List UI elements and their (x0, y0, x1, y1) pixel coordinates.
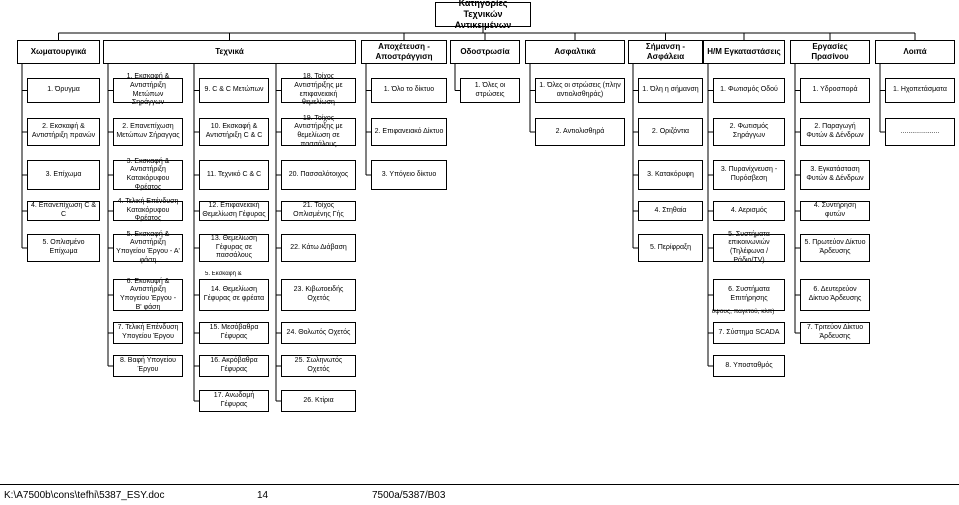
item-box: 3. Εκσκαφή & Αντιστήριξη Κατακόρυφου Φρέ… (113, 158, 183, 191)
item-box: 11. Τεχνικό C & C (199, 160, 269, 190)
item-box: 3. Υπόγειο δίκτυο (371, 160, 447, 190)
item-box: 2. Παραγωγή Φυτών & Δένδρων (800, 118, 870, 146)
category-header: Εργασίες Πρασίνου (790, 40, 870, 64)
item-box: 6. Συστήματα Επιτήρησης (713, 279, 785, 311)
item-box: 5. Περίφραξη (638, 234, 703, 262)
item-box: 2. Επιφανειακό Δίκτυο (371, 118, 447, 146)
item-box: 5. Εκσκαφή & Αντιστήριξη Υπογείου Έργου … (113, 231, 183, 264)
item-box: 14. Θεμελίωση Γέφυρας σε φρέατα (199, 279, 269, 311)
item-box: 7. Τριτεύον Δίκτυο Άρδευσης (800, 322, 870, 344)
item-box: 3. Επίχωμα (27, 160, 100, 190)
item-box: 16. Ακρόβαθρα Γέφυρας (199, 355, 269, 377)
item-box: 2. Εκσκαφή & Αντιστήριξη πρανών (27, 118, 100, 146)
item-box: 6. Δευτερεύον Δίκτυο Άρδευσης (800, 279, 870, 311)
category-header: Ασφαλτικά (525, 40, 625, 64)
category-header: Η/Μ Εγκαταστάσεις (703, 40, 785, 64)
item-box: 18. Τοίχος Αντιστήριξης με επιφανειακή θ… (281, 73, 356, 106)
category-header: Οδοστρωσία (450, 40, 520, 64)
category-header: Λοιπά (875, 40, 955, 64)
item-box: 15. Μεσόβαθρα Γέφυρας (199, 322, 269, 344)
item-box: 21. Τοίχος Οπλισμένης Γής (281, 201, 356, 221)
item-box: 3. Πυρανίχνευση - Πυρόσβεση (713, 160, 785, 190)
item-box: 26. Κτίρια (281, 390, 356, 412)
footer-page-number: 14 (257, 490, 269, 501)
category-header: Χωματουργικά (17, 40, 100, 64)
overflow-fragment: ύψους, παγετού, κλπ) (711, 308, 775, 315)
document-footer: K:\A7500b\cons\tefhi\5387_ESY.doc 14 750… (0, 484, 959, 505)
item-box: 2. Οριζόντια (638, 118, 703, 146)
item-box: 25. Σωληνωτός Οχετός (281, 355, 356, 377)
item-box: 5. Οπλισμένο Επίχωμα (27, 234, 100, 262)
chart-root: Κατηγορίες Τεχνικών Αντικειμένων (435, 0, 531, 30)
item-box: 4. Συντήρηση φυτών (800, 201, 870, 221)
item-box: 4. Αερισμός (713, 201, 785, 221)
item-box: 3. Εγκατάσταση Φυτών & Δένδρων (800, 160, 870, 190)
item-box: 23. Κιβωτοειδής Οχετός (281, 279, 356, 311)
item-box: 2. Αντιολισθηρά (535, 118, 625, 146)
item-box: 13. Θεμελίωση Γέφυρας σε πασσάλους (199, 234, 269, 262)
item-box: 7. Τελική Επένδυση Υπογείου Έργου (113, 322, 183, 344)
item-box: 4. Επανεπίχωση C & C (27, 201, 100, 221)
category-header: Τεχνικά (103, 40, 356, 64)
item-box: 4. Στηθαία (638, 201, 703, 221)
item-box: 9. C & C Μετώπων (199, 78, 269, 103)
item-box: 1. Όλη η σήμανση (638, 78, 703, 103)
item-box: 2. Επανεπίχωση Μετώπων Σήραγγας (113, 118, 183, 146)
item-box: 1. Όρυγμα (27, 78, 100, 103)
category-header: Αποχέτευση - Αποστράγγιση (361, 40, 447, 64)
item-box: 4. Τελική Επένδυση Κατακόρυφου Φρέατος (113, 198, 183, 222)
item-box: 24. Θολωτός Οχετός (281, 322, 356, 344)
item-box: 1. Υδροσπορά (800, 78, 870, 103)
item-box: 8. Βαφή Υπογείου Έργου (113, 355, 183, 377)
item-box: 10. Εκσκαφή & Αντιστήριξη C & C (199, 118, 269, 146)
item-box: 8. Υποσταθμός (713, 355, 785, 377)
item-box: 1. Όλο το δίκτυο (371, 78, 447, 103)
item-box: 1. Όλες οι στρώσεις (460, 78, 520, 103)
item-box: 1. Όλες οι στρώσεις (πλην αντιολισθηράς) (535, 78, 625, 103)
category-header: Σήμανση - Ασφάλεια (628, 40, 703, 64)
item-box: .................... (885, 118, 955, 146)
item-box: 2. Φωτισμός Σηράγγων (713, 118, 785, 146)
item-box: 1. Εκσκαφή & Αντιστήριξη Μετώπων Σηράγγω… (113, 73, 183, 106)
footer-file-path: K:\A7500b\cons\tefhi\5387_ESY.doc (4, 490, 165, 501)
item-box: 19. Τοίχος Αντιστήριξης με θεμελίωση σε … (281, 115, 356, 148)
item-box: 7. Σύστημα SCADA (713, 322, 785, 344)
item-box: 17. Ανωδομή Γέφυρας (199, 390, 269, 412)
item-box: 20. Πασσαλότοιχος (281, 160, 356, 190)
footer-document-code: 7500a/5387/B03 (372, 490, 446, 501)
item-box: 1. Φωτισμός Οδού (713, 78, 785, 103)
item-box: 3. Κατακόρυφη (638, 160, 703, 190)
item-box: 1. Ηχοπετάσματα (885, 78, 955, 103)
item-box: 6. Εκσκαφή & Αντιστήριξη Υπογείου Έργου … (113, 278, 183, 311)
overflow-fragment: 5. Εκσκαφή & (205, 271, 242, 277)
item-box: 22. Κάτω Διάβαση (281, 234, 356, 262)
item-box: 12. Επιφανειακή Θεμελίωση Γέφυρας (199, 201, 269, 221)
item-box: 5. Συστήματα επικοινωνιών (Τηλέφωνα /Ράδ… (713, 231, 785, 264)
item-box: 5. Πρωτεύον Δίκτυο Άρδευσης (800, 234, 870, 262)
